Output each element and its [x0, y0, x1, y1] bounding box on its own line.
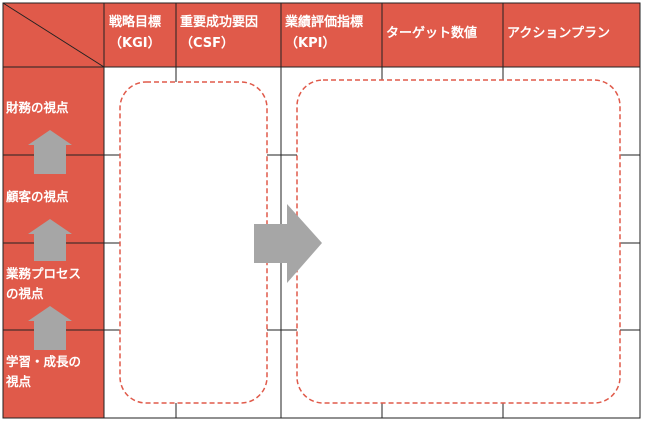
row-label-process-line1: 業務プロセス [6, 266, 82, 281]
header-kgi-line2: （KGI） [109, 36, 161, 51]
header-row-bg [3, 3, 640, 67]
header-kpi-line2: （KPI） [285, 36, 336, 51]
row-label-financial: 財務の視点 [6, 100, 69, 115]
up-arrow-icon-2 [28, 219, 72, 261]
header-csf: 重要成功要因 （CSF） [180, 14, 258, 52]
row-label-learning-line2: 視点 [6, 374, 32, 389]
header-csf-line2: （CSF） [180, 36, 235, 51]
right-arrow-icon [254, 204, 322, 283]
left-box-fill [120, 82, 267, 403]
right-box-fill [297, 80, 620, 403]
header-kpi: 業績評価指標 （KPI） [285, 14, 363, 52]
header-kgi-line1: 戦略目標 [109, 15, 162, 30]
row-label-process-line2: の視点 [6, 286, 44, 301]
row-label-learning-line1: 学習・成長の [6, 354, 82, 369]
header-target: ターゲット数値 [386, 26, 478, 41]
header-csf-line1: 重要成功要因 [180, 15, 259, 30]
header-action-plan: アクションプラン [507, 26, 610, 41]
kgi-csf-dashed-box [119, 81, 268, 404]
up-arrow-icon-3 [28, 306, 72, 350]
row-label-process: 業務プロセス の視点 [6, 264, 81, 304]
header-kpi-line1: 業績評価指標 [285, 15, 364, 30]
table-border [2, 2, 641, 419]
header-kgi: 戦略目標 （KGI） [109, 14, 161, 52]
row-label-learning: 学習・成長の 視点 [6, 352, 81, 392]
row-label-customer: 顧客の視点 [6, 189, 69, 204]
corner-diagonal [2, 2, 105, 68]
up-arrow-icon-1 [28, 130, 72, 174]
